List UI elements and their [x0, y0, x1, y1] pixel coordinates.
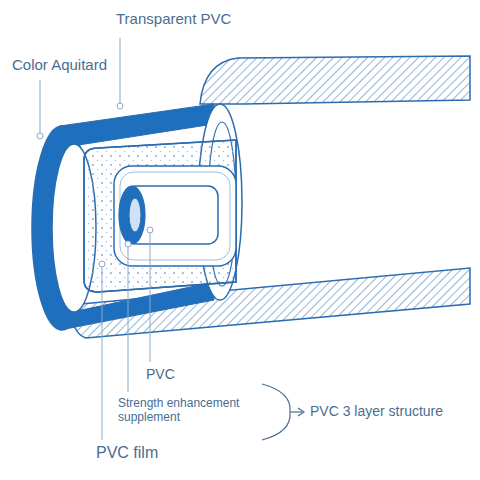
leader-dot	[125, 241, 131, 247]
leader-line	[120, 38, 121, 104]
leader-line	[128, 246, 129, 392]
group-label: PVC 3 layer structure	[310, 403, 443, 420]
bracket-arrowhead	[298, 408, 304, 416]
part-label: Strength enhancement supplement	[118, 396, 256, 425]
leader-dot	[117, 103, 123, 109]
part-label: Color Aquitard	[12, 56, 107, 74]
leader-dot	[99, 261, 105, 267]
pvc-sleeve	[114, 166, 236, 266]
leader-line	[40, 80, 41, 134]
leader-dot	[147, 227, 153, 233]
pvc-film-outline	[84, 140, 236, 292]
leader-line	[102, 266, 103, 440]
group-bracket	[262, 384, 290, 440]
leader-line	[150, 232, 151, 362]
part-label: PVC	[146, 366, 175, 383]
bracket-arrow	[290, 411, 302, 412]
pvc-sleeve-inner	[120, 172, 230, 260]
part-label: PVC film	[96, 443, 158, 462]
jacket-top	[60, 104, 214, 146]
leader-lines	[37, 38, 153, 440]
part-label: Transparent PVC	[116, 10, 231, 28]
inner-tube-end	[119, 186, 145, 244]
leader-dot	[37, 133, 43, 139]
strength-layer	[84, 140, 236, 292]
outer-shell-top	[200, 56, 470, 104]
inner-tube-bore	[129, 198, 141, 232]
